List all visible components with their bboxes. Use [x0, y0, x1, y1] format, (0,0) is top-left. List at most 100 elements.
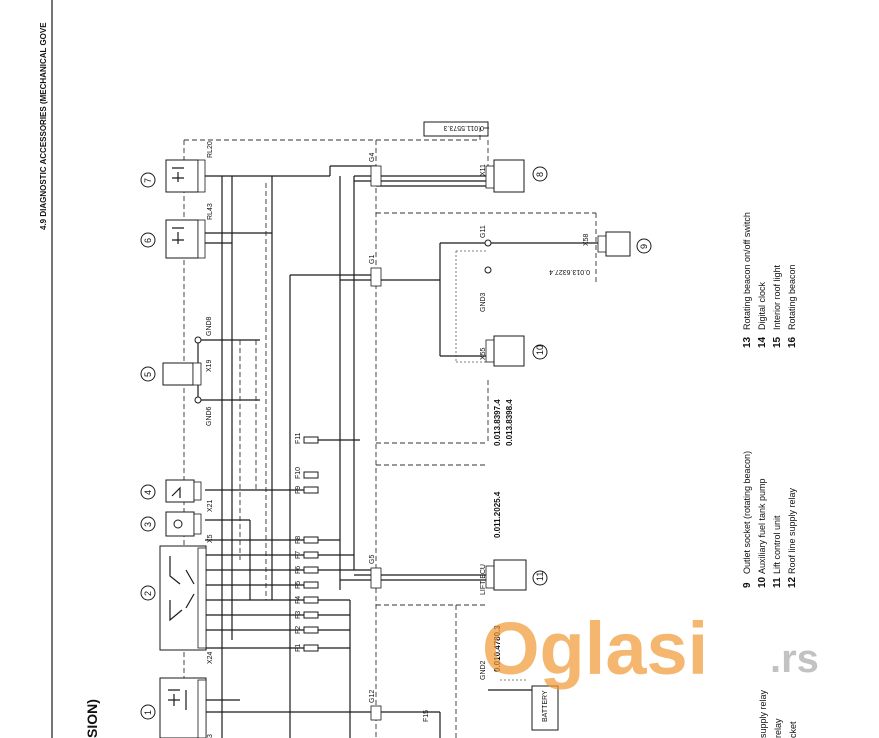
callout-9: 9 — [636, 238, 652, 254]
fuse-label: F4 — [295, 596, 302, 604]
fuse-f2: F2 — [295, 626, 319, 634]
legend-text: Rotating beacon — [787, 264, 797, 330]
callout-8: 8 — [532, 166, 548, 182]
callout-5: 5 — [140, 366, 156, 382]
legend-cut-text: supply relay — [758, 689, 768, 738]
component-1: 3 — [159, 677, 214, 738]
x5-label: X5 — [207, 534, 214, 543]
legend-item: 9 Outlet socket (rotating beacon) — [742, 451, 753, 588]
f15-label: F15 — [423, 710, 430, 722]
splice-g1: G1 — [369, 255, 382, 287]
relay-rl20: RL20 — [165, 141, 214, 193]
fuse-f7: F7 — [295, 551, 319, 559]
legend-item: 11 Lift control unit — [772, 515, 783, 588]
x11-label: X11 — [480, 164, 487, 176]
fuse-label: F8 — [295, 536, 302, 544]
gnd2-label: GND2 — [480, 660, 487, 680]
legend-text: Interior roof light — [772, 264, 782, 330]
legend-number: 15 — [772, 336, 783, 348]
relay-rl43: RL43 — [165, 203, 214, 259]
ref-lift: 0.011.2025.4 — [493, 491, 502, 538]
callout-7: 7 — [140, 172, 156, 188]
battery-label: BATTERY — [542, 690, 549, 722]
splice-g11: G11 GND3 — [480, 225, 492, 312]
legend-text: Digital clock — [757, 281, 767, 330]
g4-label: G4 — [369, 153, 376, 162]
connector-x11: X11 — [480, 159, 525, 193]
fuse-label: F2 — [295, 626, 302, 634]
gnd8-label: GND8 — [206, 316, 213, 336]
callout-number: 11 — [535, 572, 545, 581]
page-fragment: SION) — [84, 699, 100, 738]
watermark: Oglasi .rs — [482, 607, 819, 690]
fuse-label: F11 — [295, 432, 302, 444]
callout-circle — [532, 166, 548, 182]
fuse-body — [303, 486, 319, 494]
legend-text: Lift control unit — [772, 515, 782, 574]
watermark-suffix: .rs — [770, 637, 819, 681]
switch-block-x24: X24 — [159, 545, 214, 664]
callout-circle — [140, 585, 156, 601]
switch-x21: X21 — [165, 479, 214, 512]
g11-label: G11 — [480, 225, 487, 238]
splice-g4: G4 — [369, 153, 382, 187]
ref-mid-b: 0.013.8398.4 — [505, 399, 514, 446]
legend: 9 Outlet socket (rotating beacon) 10Auxili… — [742, 212, 798, 738]
fuse-label: F1 — [295, 644, 302, 652]
callout-circle — [140, 704, 156, 720]
fuse-body — [303, 536, 319, 544]
legend-number: 9 — [742, 582, 753, 588]
fuse-body — [303, 644, 319, 652]
legend-cut-text: relay — [773, 718, 783, 738]
rl20-label: RL20 — [207, 141, 214, 158]
fuse-body — [303, 471, 319, 479]
legend-text: Outlet socket (rotating beacon) — [742, 451, 752, 574]
fuse-body — [303, 436, 319, 444]
legend-item: 16 Rotating beacon — [787, 264, 798, 348]
legend-number: 16 — [787, 336, 798, 348]
fuse-f1: F1 — [295, 644, 319, 652]
lift-ecu: LIFT ECU — [480, 559, 527, 595]
fuse-f11: F11 — [295, 432, 319, 444]
fuse-f10: F10 — [295, 467, 319, 479]
fuse-body — [303, 566, 319, 574]
fuse-label: F3 — [295, 611, 302, 619]
splice-g5: G5 — [369, 555, 382, 589]
callout-number: 9 — [639, 244, 649, 249]
gnd6-label: GND6 — [206, 406, 213, 426]
ref-9: 0.013.6327.4 — [549, 268, 590, 275]
callout-3: 3 — [140, 516, 156, 532]
fuse-body — [303, 596, 319, 604]
callout-number: 10 — [535, 345, 545, 355]
ref-bottom: 0.010.4780.3 — [493, 625, 502, 672]
g1-label: G1 — [369, 255, 376, 264]
x55-label: X55 — [480, 347, 487, 360]
battery: BATTERY GND2 F15 — [423, 660, 559, 731]
gnd3-label: GND3 — [480, 292, 487, 312]
callout-6: 6 — [140, 232, 156, 248]
callout-circle — [636, 238, 652, 254]
callout-1: 1 — [140, 704, 156, 720]
connector-x55: X55 — [480, 335, 525, 367]
connector-x19: X19 GND8 GND6 — [162, 316, 213, 426]
legend-cut-text: cket — [788, 721, 798, 738]
g12-label: G12 — [369, 690, 376, 703]
legend-number: 12 — [787, 576, 798, 588]
fuse-f6: F6 — [295, 566, 319, 574]
fuse-f5: F5 — [295, 581, 319, 589]
callout-number: 8 — [535, 172, 545, 177]
callout-circle — [532, 570, 548, 586]
legend-number: 11 — [772, 577, 783, 588]
fuse-label: F5 — [295, 581, 302, 589]
callout-circle — [140, 232, 156, 248]
g5-label: G5 — [369, 555, 376, 564]
legend-number: 10 — [757, 576, 768, 588]
callout-10: 10 — [532, 344, 548, 360]
